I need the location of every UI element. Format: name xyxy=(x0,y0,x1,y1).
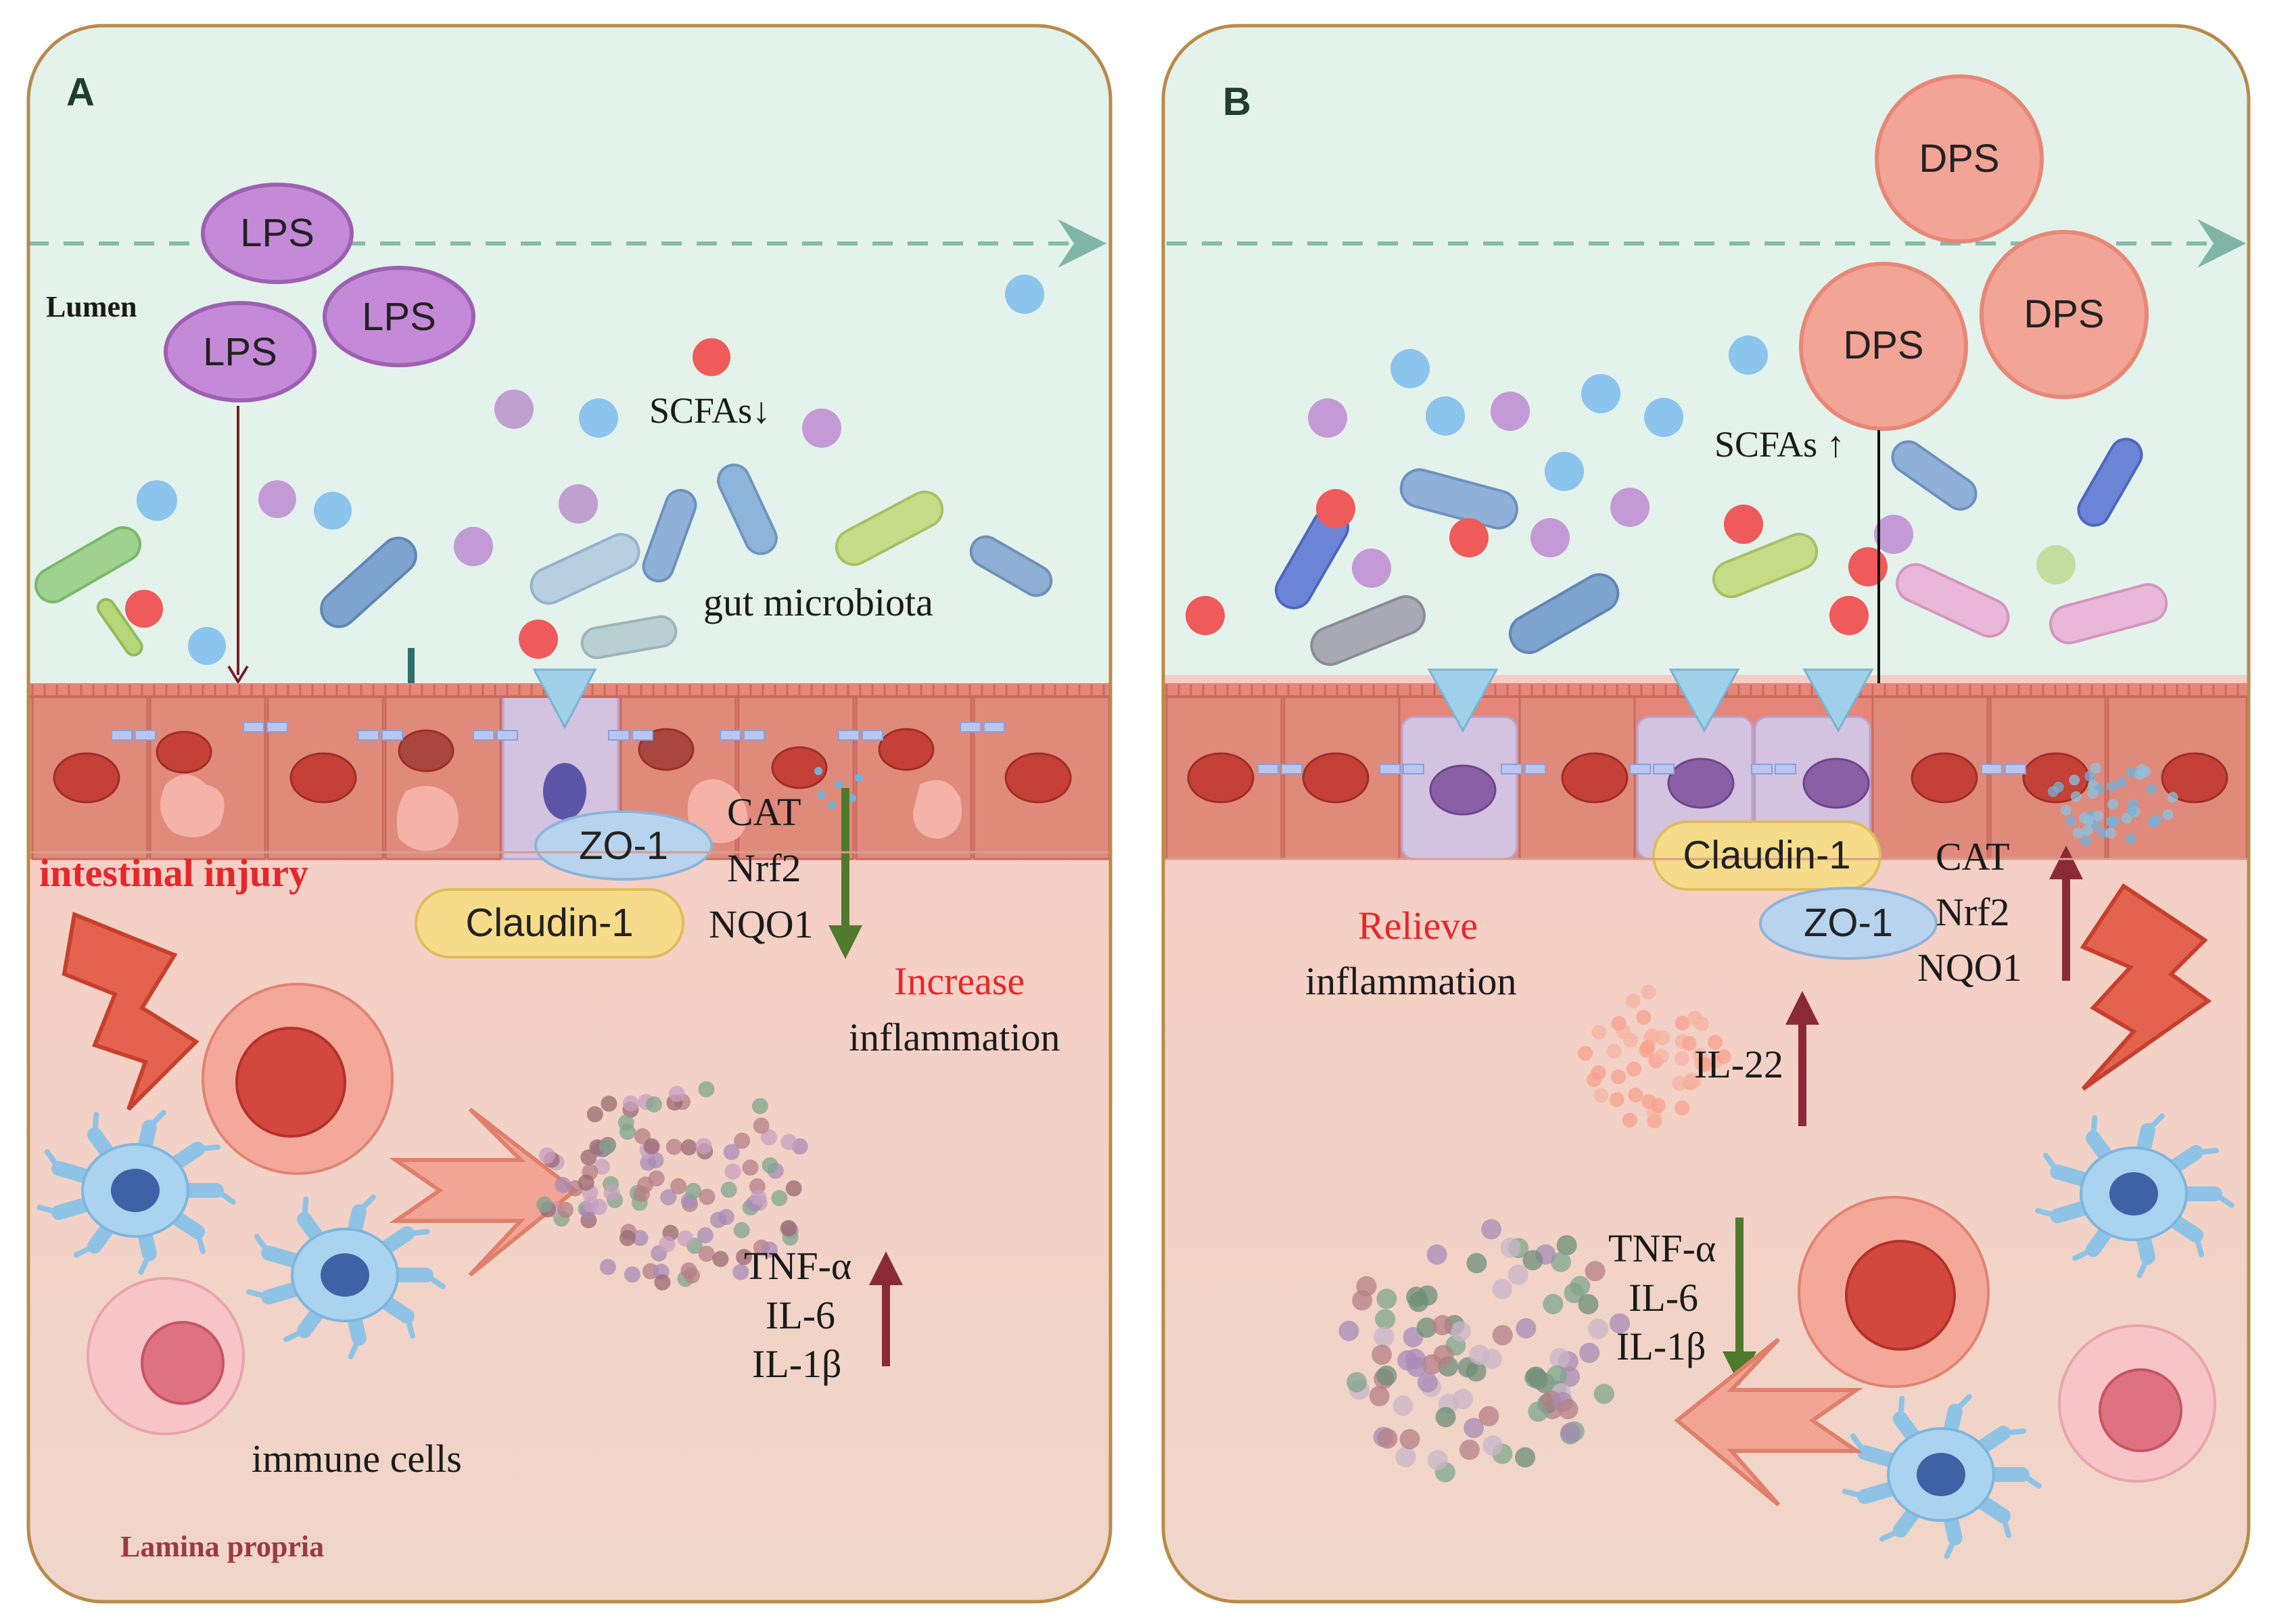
claudin-label-a: Claudin-1 xyxy=(465,901,634,945)
cytokine-tnf-a: TNF-α xyxy=(744,1244,852,1288)
claudin-pill-a xyxy=(415,888,684,958)
enzyme-nrf2-b: Nrf2 xyxy=(1936,890,2010,934)
zo1-pill-a xyxy=(534,810,713,881)
bacteria-rods-b xyxy=(1275,438,2168,666)
enzyme-cat-a: CAT xyxy=(727,790,801,834)
enzyme-cat-b: CAT xyxy=(1936,835,2010,879)
intestinal-injury-label: intestinal injury xyxy=(39,851,308,895)
claudin-label-b: Claudin-1 xyxy=(1683,833,1851,877)
bacteria-rods-a xyxy=(34,463,1053,659)
cytokine-il1b-b: IL-1β xyxy=(1616,1324,1706,1368)
panel-b xyxy=(1163,26,2249,1602)
cytokine-il1b-a: IL-1β xyxy=(752,1342,842,1386)
immune-cells-a xyxy=(87,983,394,1435)
gut-microbiota-label: gut microbiota xyxy=(703,580,933,624)
enzyme-nrf2-a: Nrf2 xyxy=(727,846,801,890)
lamina-propria-label: Lamina propria xyxy=(120,1530,325,1563)
cytokine-release-arrow-a xyxy=(389,1107,578,1277)
claudin-pill-b xyxy=(1652,820,1881,891)
lps-group xyxy=(164,183,475,402)
cytokine-il6-a: IL-6 xyxy=(766,1293,836,1337)
lps-label-1: LPS xyxy=(240,211,314,255)
lumen-label: Lumen xyxy=(46,290,137,323)
enzyme-nqo1-a: NQO1 xyxy=(709,902,814,946)
panel-b-letter: B xyxy=(1223,80,1251,124)
enzyme-nqo1-b: NQO1 xyxy=(1917,946,2022,990)
scfa-label-a: SCFAs↓ xyxy=(649,390,771,431)
panel-a xyxy=(28,26,1110,1602)
cytokine-il6-b: IL-6 xyxy=(1629,1276,1699,1320)
panel-a-frame xyxy=(26,24,1113,1604)
zo1-label-a: ZO-1 xyxy=(578,824,669,868)
injury-bolt-a xyxy=(62,911,200,1111)
inflammation-label-b: inflammation xyxy=(1305,959,1517,1003)
scfa-dots-b xyxy=(1186,335,2076,635)
lps-label-3: LPS xyxy=(203,330,277,374)
panel-b-frame xyxy=(1161,24,2251,1604)
cytokine-release-arrow-b xyxy=(1674,1337,1863,1507)
dps-label-3: DPS xyxy=(1843,323,1924,367)
lps-label-2: LPS xyxy=(362,295,436,339)
cytokine-tnf-b: TNF-α xyxy=(1608,1226,1716,1270)
scfa-dots-a xyxy=(125,275,1044,665)
immune-cells-label: immune cells xyxy=(252,1437,462,1481)
relieve-label: Relieve xyxy=(1358,904,1478,948)
dps-group xyxy=(1799,74,2149,431)
il22-label: IL-22 xyxy=(1694,1042,1784,1086)
scfa-label-b: SCFAs ↑ xyxy=(1714,424,1845,465)
inflammation-label-a: inflammation xyxy=(849,1015,1060,1059)
zo1-label-b: ZO-1 xyxy=(1803,901,1894,945)
panel-a-letter: A xyxy=(66,70,95,114)
zo1-pill-b xyxy=(1759,887,1938,960)
increase-label: Increase xyxy=(894,959,1025,1003)
dps-label-1: DPS xyxy=(1919,137,2000,181)
dps-label-2: DPS xyxy=(2024,292,2105,336)
injury-bolt-b xyxy=(2080,883,2212,1091)
immune-cells-b xyxy=(1798,1196,2216,1483)
